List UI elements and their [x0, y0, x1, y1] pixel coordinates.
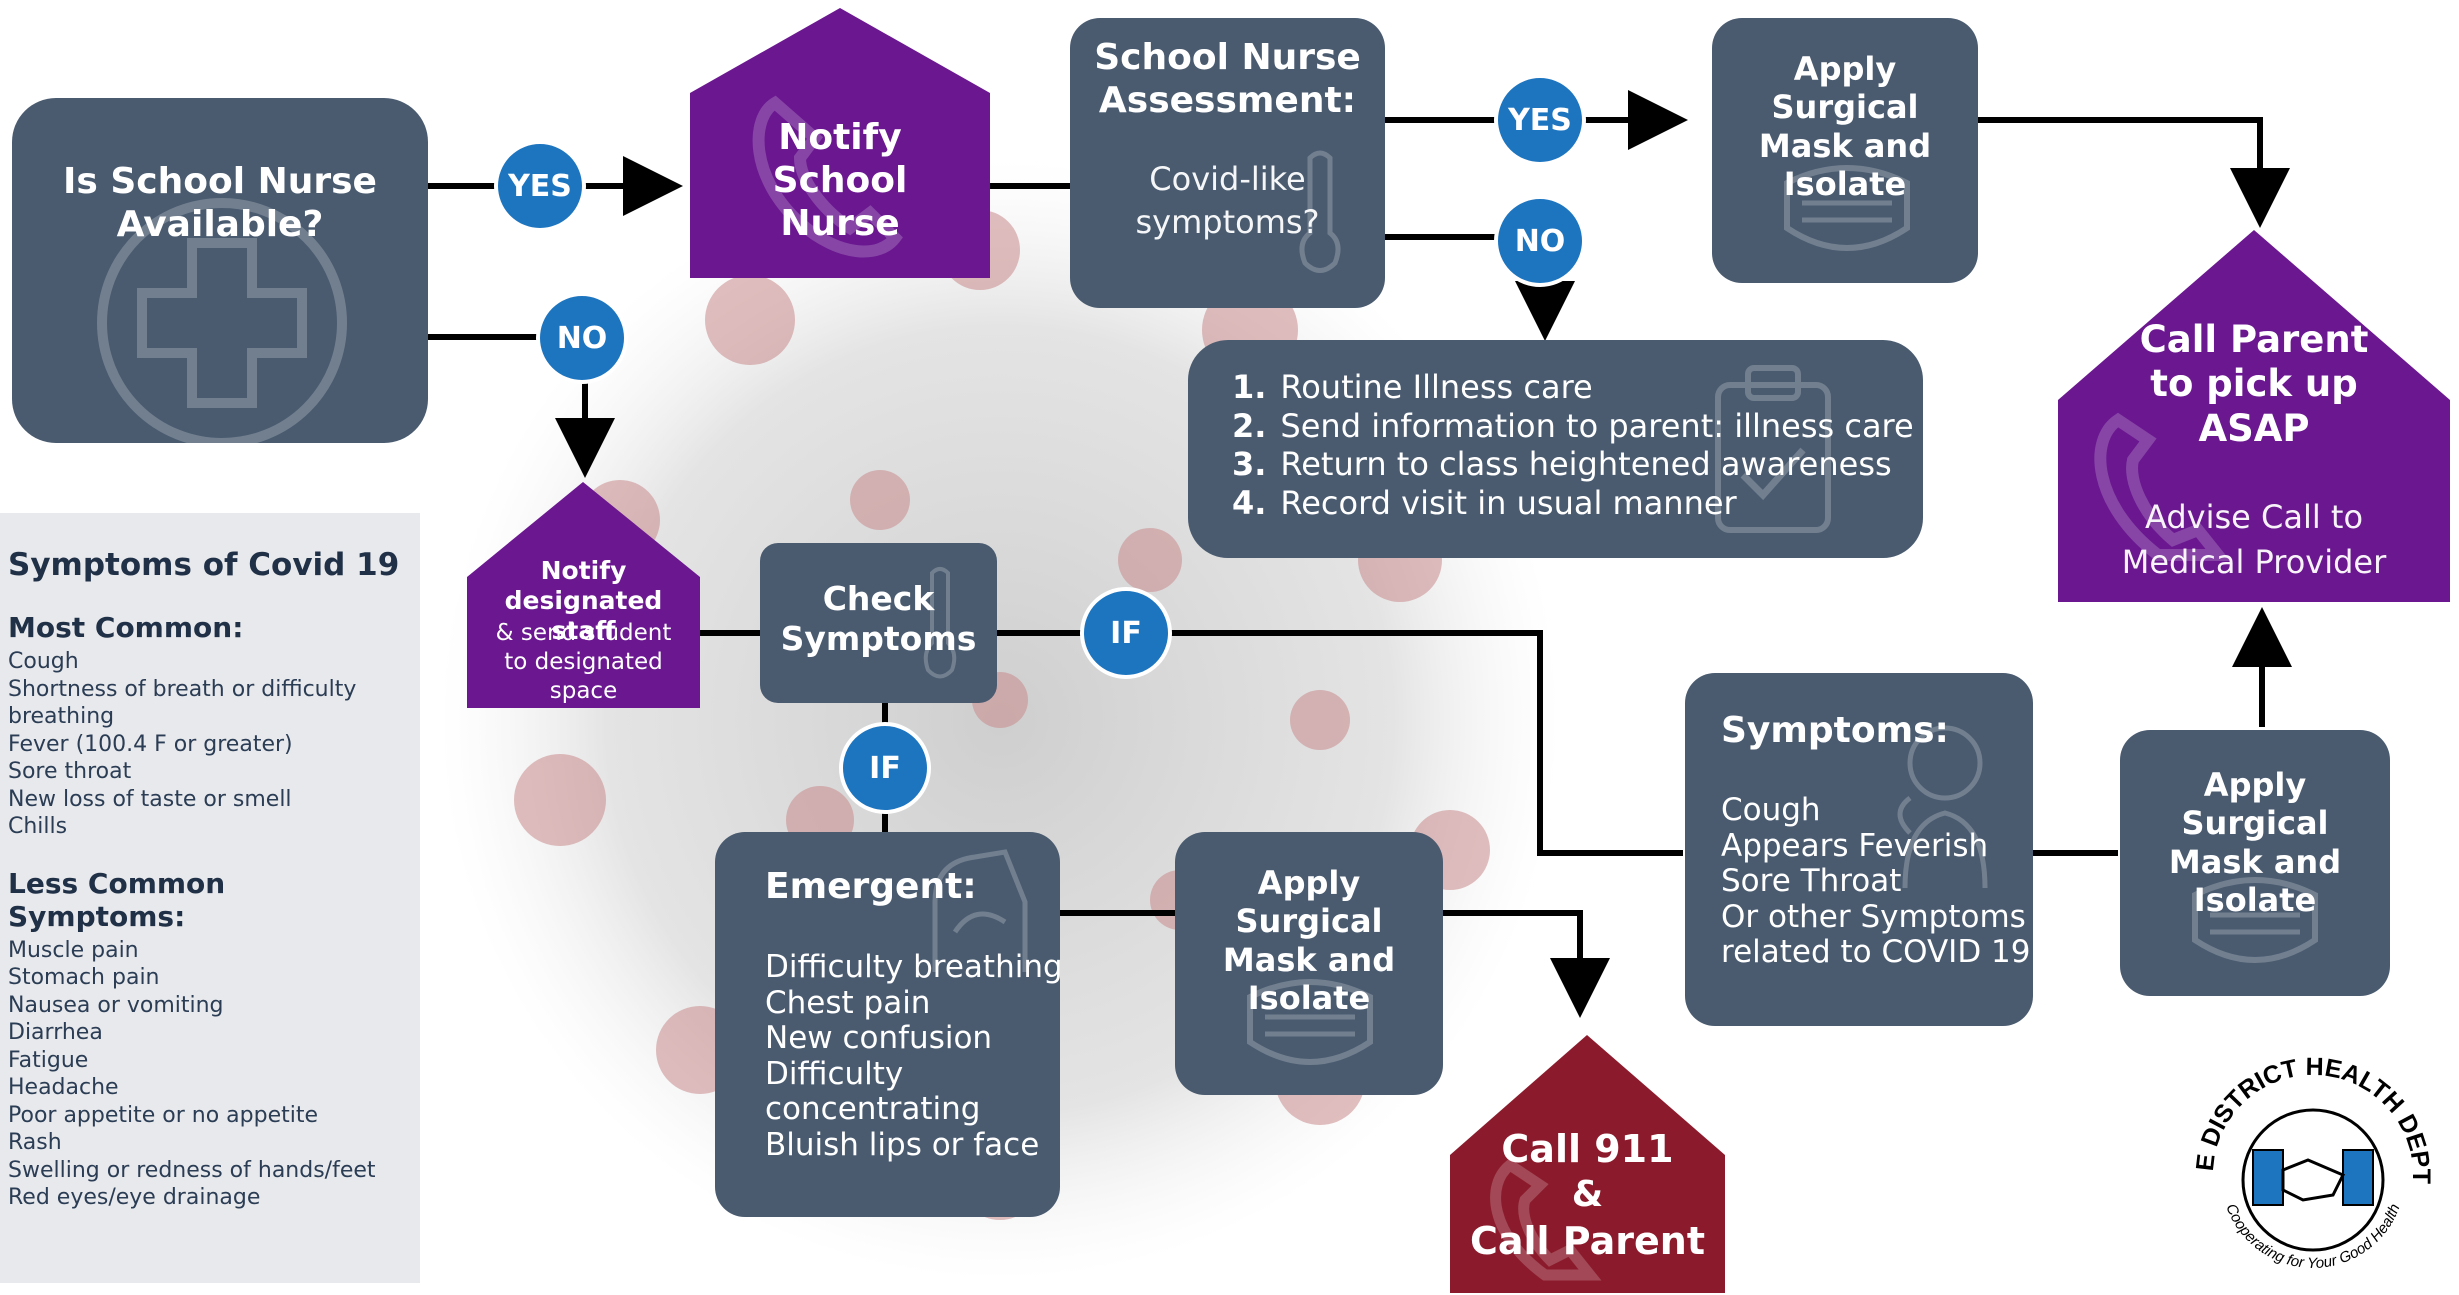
- emergent-item: Difficulty breathing: [765, 949, 1060, 985]
- less-common-list: Muscle pain Stomach pain Nausea or vomit…: [8, 937, 412, 1212]
- symptom-entry: Fatigue: [8, 1047, 89, 1073]
- emergent-item: Bluish lips or face: [765, 1126, 1040, 1163]
- no-badge-1: NO: [536, 292, 628, 384]
- mask-top-box: Apply Surgical Mask and Isolate: [1712, 18, 1978, 283]
- less-common-heading: Less Common Symptoms:: [8, 866, 226, 933]
- symptom-entry: Shortness of breath or difficulty: [8, 676, 357, 702]
- symptom-item: Cough: [1721, 792, 1821, 828]
- mask-top-title: Apply Surgical Mask and Isolate: [1758, 50, 1932, 204]
- mask-icon: [1784, 165, 1910, 251]
- symptom-entry: Chills: [8, 814, 68, 839]
- symptoms-box-list: Cough Appears Feverish Sore Throat Or ot…: [1721, 792, 2031, 971]
- emergent-item: Chest pain: [765, 984, 931, 1021]
- mask-icon: [1247, 979, 1373, 1065]
- symptom-entry: Headache: [8, 1075, 119, 1100]
- nurse-assessment-box: School Nurse Assessment: Covid-like symp…: [1070, 18, 1385, 308]
- notify-nurse-title: Notify School Nurse: [772, 117, 908, 245]
- symptoms-box: Symptoms: Cough Appears Feverish Sore Th…: [1685, 673, 2033, 1026]
- routine-care-box: 1.Routine Illness care 2.Send informatio…: [1188, 340, 1923, 558]
- call-911-line3: Call Parent: [1469, 1219, 1705, 1263]
- notify-staff-title: Notify designated staff: [504, 556, 663, 645]
- mask-mid-title: Apply Surgical Mask and Isolate: [1222, 864, 1396, 1018]
- nurse-assessment-title: School Nurse Assessment:: [1094, 37, 1361, 122]
- yes-badge-2: YES: [1494, 74, 1586, 166]
- symptom-entry: Cough: [8, 649, 79, 674]
- emergent-list: Difficulty breathing Chest pain New conf…: [765, 949, 1060, 1163]
- mask-mid-box: Apply Surgical Mask and Isolate: [1175, 832, 1443, 1095]
- call-parent-house: Call Parent to pick up ASAP Advise Call …: [2058, 230, 2450, 602]
- nurse-assessment-question: Covid-like symptoms?: [1135, 160, 1320, 242]
- routine-step: 1.Routine Illness care: [1232, 368, 1593, 406]
- if-badge-1: IF: [1080, 587, 1172, 679]
- symptom-entry: Rash: [8, 1130, 62, 1155]
- call-911-line1: Call 911: [1501, 1127, 1674, 1171]
- thermometer-icon: [923, 567, 957, 679]
- mask-icon: [2192, 877, 2318, 963]
- symptom-entry: New loss of taste or smell: [8, 786, 292, 812]
- symptom-entry: Red eyes/eye drainage: [8, 1185, 261, 1210]
- call-parent-title: Call Parent to pick up ASAP: [2139, 318, 2369, 450]
- clipboard-icon: [1715, 365, 1831, 533]
- symptom-entry: Stomach pain: [8, 965, 160, 990]
- call-parent-sub: Advise Call to Medical Provider: [2121, 498, 2387, 581]
- symptom-item: Appears Feverish: [1721, 827, 1989, 864]
- health-dept-logo: SE DISTRICT HEALTH DEPT. Cooperating for…: [2183, 1055, 2435, 1272]
- medical-cross-icon: [97, 198, 347, 443]
- emergent-item: New confusion: [765, 1020, 993, 1056]
- symptom-entry: Sore throat: [8, 759, 132, 784]
- no-badge-2: NO: [1494, 195, 1586, 287]
- chest-pain-icon: [932, 849, 1028, 972]
- notify-nurse-house: Notify School Nurse: [690, 8, 990, 278]
- nurse-available-box: Is School Nurse Available?: [12, 98, 428, 443]
- symptom-item: Sore Throat: [1721, 863, 1902, 899]
- mask-right-box: Apply Surgical Mask and Isolate: [2120, 730, 2390, 996]
- symptom-entry: Nausea or vomiting: [8, 992, 224, 1018]
- notify-staff-sub: & send student to designated space: [495, 620, 672, 704]
- symptom-entry: Diarrhea: [8, 1020, 103, 1045]
- emergent-title: Emergent:: [765, 866, 977, 907]
- covid-symptoms-heading: Symptoms of Covid 19: [8, 547, 400, 583]
- call-911-house: Call 911 & Call Parent: [1450, 1035, 1725, 1293]
- if-badge-2: IF: [839, 722, 931, 814]
- symptom-entry: breathing: [8, 704, 115, 729]
- emergent-item: Difficulty: [765, 1055, 904, 1092]
- symptom-entry: Swelling or redness of hands/feet: [8, 1157, 376, 1183]
- mask-right-title: Apply Surgical Mask and Isolate: [2168, 766, 2342, 920]
- emergent-box: Emergent: Difficulty breathing Chest pai…: [715, 832, 1060, 1217]
- routine-step: 2.Send information to parent: illness ca…: [1232, 406, 1914, 445]
- call-911-line2: &: [1571, 1174, 1604, 1215]
- symptom-item: Or other Symptoms: [1721, 898, 2026, 935]
- yes-badge-1: YES: [494, 140, 586, 232]
- thermometer-icon: [1299, 150, 1341, 273]
- most-common-list: Cough Shortness of breath or difficulty …: [8, 648, 412, 841]
- symptom-entry: Muscle pain: [8, 937, 139, 963]
- coughing-person-icon: [1897, 725, 1988, 889]
- covid-symptoms-panel: Symptoms of Covid 19 Most Common: Cough …: [0, 513, 420, 1283]
- symptom-entry: Poor appetite or no appetite: [8, 1102, 319, 1128]
- most-common-heading: Most Common:: [8, 611, 244, 644]
- nurse-available-title: Is School Nurse Available?: [63, 161, 377, 246]
- check-symptoms-box: Check Symptoms: [760, 543, 997, 703]
- emergent-item: concentrating: [765, 1091, 981, 1127]
- notify-staff-house: Notify designated staff & send student t…: [467, 482, 700, 708]
- check-symptoms-title: Check Symptoms: [780, 579, 977, 659]
- routine-care-list: 1.Routine Illness care 2.Send informatio…: [1232, 368, 1914, 522]
- symptom-entry: Fever (100.4 F or greater): [8, 731, 293, 757]
- routine-step: 3.Return to class heightened awareness: [1232, 445, 1892, 483]
- symptoms-box-title: Symptoms:: [1721, 710, 1949, 751]
- routine-step: 4.Record visit in usual manner: [1232, 483, 1737, 522]
- symptom-item: related to COVID 19: [1721, 934, 2031, 970]
